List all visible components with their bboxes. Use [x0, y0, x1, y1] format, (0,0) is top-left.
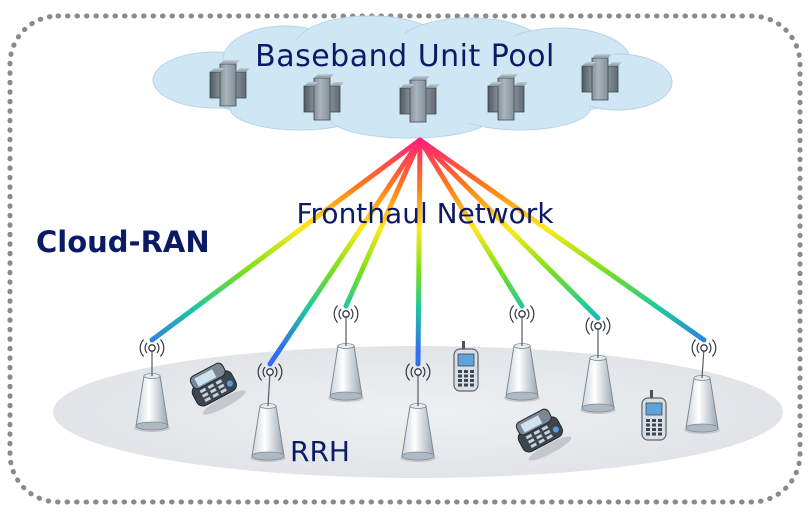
fronthaul-links	[149, 137, 707, 367]
fronthaul-link	[417, 137, 525, 309]
baseband-unit-pool-title: Baseband Unit Pool	[255, 39, 555, 74]
rrh-tower	[504, 305, 540, 402]
fronthaul-link	[267, 137, 423, 367]
rrh-tower	[328, 305, 364, 402]
mobile-phone-icon	[453, 341, 479, 392]
bbu-server-icon	[487, 74, 528, 121]
rrh-tower	[250, 363, 286, 462]
rrh-tower	[134, 339, 170, 432]
flip-phone-icon	[515, 408, 572, 461]
antenna-icon	[333, 305, 359, 346]
bbu-units	[209, 54, 622, 123]
antenna-icon	[139, 339, 165, 376]
fronthaul-network-label: Fronthaul Network	[296, 197, 554, 230]
mobile-phone-icon	[641, 390, 667, 441]
antenna-icon	[691, 339, 717, 379]
cloud-ran-label: Cloud-RAN	[36, 225, 210, 259]
antenna-icon	[585, 317, 611, 358]
fronthaul-link	[343, 137, 423, 309]
fronthaul-link	[417, 137, 601, 321]
user-devices	[189, 341, 667, 461]
antenna-icon	[405, 363, 431, 406]
bbu-server-icon	[399, 76, 440, 123]
bbu-server-icon	[581, 54, 622, 101]
rrh-tower	[580, 317, 616, 414]
antenna-icon	[257, 363, 283, 407]
flip-phone-icon	[189, 362, 246, 415]
rrh-units	[134, 305, 720, 462]
rrh-tower	[400, 363, 436, 462]
antenna-icon	[509, 305, 535, 346]
rrh-tower	[684, 339, 720, 434]
rrh-label: RRH	[290, 435, 350, 468]
fronthaul-link	[149, 137, 423, 343]
fronthaul-link	[415, 137, 423, 367]
fronthaul-link	[417, 137, 707, 343]
bbu-server-icon	[209, 60, 250, 107]
bbu-server-icon	[303, 74, 344, 121]
